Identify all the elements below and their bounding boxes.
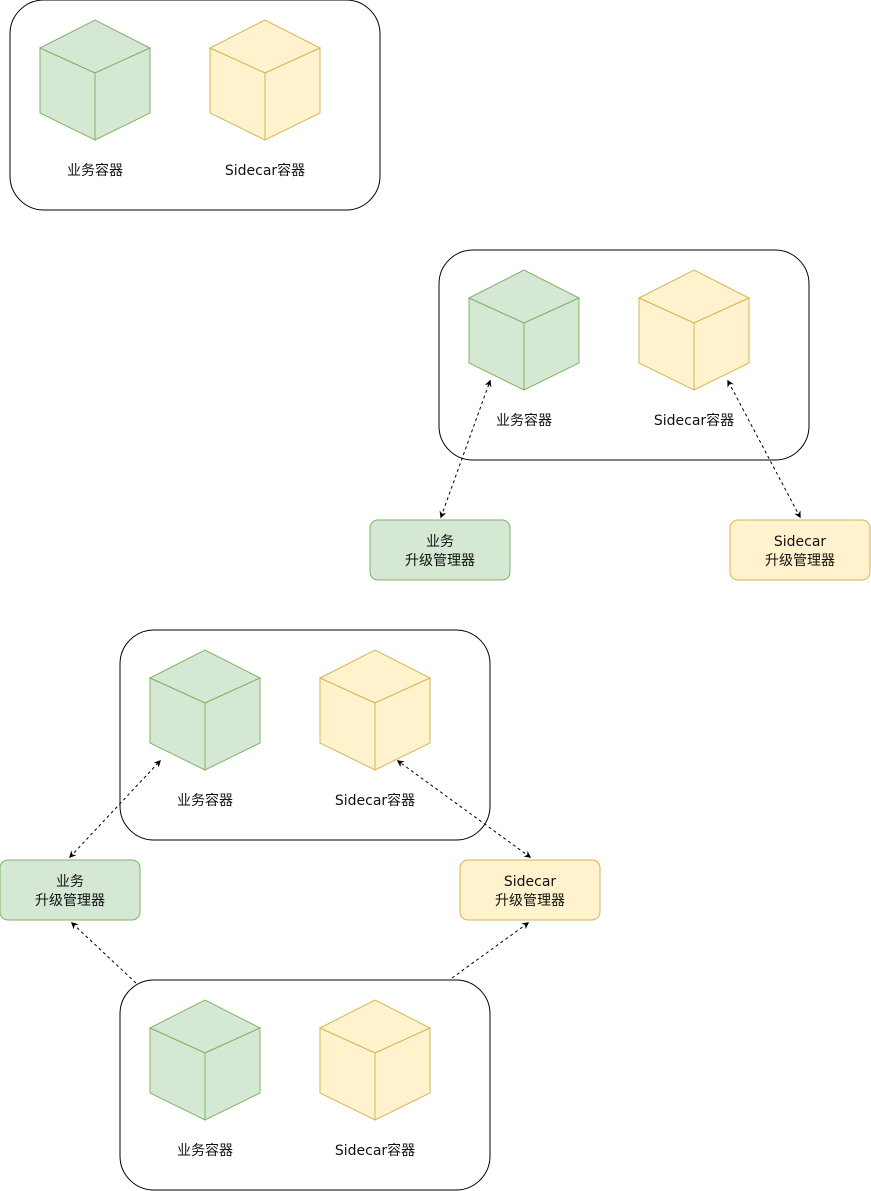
pod-2-border: [438, 249, 810, 461]
pod-3-business-arrow: [69, 759, 161, 859]
pod-4-business-label: 业务容器: [177, 1142, 233, 1159]
pod-1-border: [9, 0, 381, 211]
pod-2-sidecar-cube-icon: [637, 269, 751, 391]
pod-2-sidecar-manager: Sidecar 升级管理器: [729, 519, 871, 581]
pod-2-business-arrow: [439, 379, 492, 519]
pod-2-sidecar-manager-line1: Sidecar: [774, 534, 827, 550]
pod-2-sidecar-label: Sidecar容器: [654, 412, 734, 429]
pod-3-border: [119, 629, 491, 841]
pod-3-sidecar-label: Sidecar容器: [335, 792, 415, 809]
pod-4-sidecar-label: Sidecar容器: [335, 1142, 415, 1159]
pod-4-to-business-manager-arrow: [70, 922, 137, 984]
pod-3: 业务容器 Sidecar容器: [119, 629, 491, 841]
pod-2-business-manager-line1: 业务: [426, 534, 454, 550]
pod-3-business-manager-line1: 业务: [56, 874, 84, 890]
pod-3-sidecar-manager: Sidecar 升级管理器: [459, 859, 601, 921]
pod-3-sidecar-manager-line1: Sidecar: [504, 874, 557, 890]
pod-2: 业务容器 Sidecar容器: [438, 249, 810, 461]
pod-2-business-manager: 业务 升级管理器: [369, 519, 511, 581]
pod-4: 业务容器 Sidecar容器: [119, 979, 491, 1191]
pod-3-business-label: 业务容器: [177, 792, 233, 809]
pod-2-business-label: 业务容器: [496, 412, 552, 429]
pod-1-sidecar-label: Sidecar容器: [225, 162, 305, 179]
pod-1-business-cube-icon: [38, 19, 152, 141]
pod-3-sidecar-cube-icon: [318, 649, 432, 771]
pod-4-border: [119, 979, 491, 1191]
pod-3-business-manager: 业务 升级管理器: [0, 859, 141, 921]
pod-4-sidecar-cube-icon: [318, 999, 432, 1121]
pod-1: 业务容器 Sidecar容器: [9, 0, 381, 211]
pod-4-to-sidecar-manager-arrow: [451, 922, 530, 979]
pod-1-sidecar-cube-icon: [208, 19, 322, 141]
pod-4-business-cube-icon: [148, 999, 262, 1121]
pod-1-business-label: 业务容器: [67, 162, 123, 179]
pod-3-business-manager-line2: 升级管理器: [35, 893, 105, 909]
pod-2-business-cube-icon: [467, 269, 581, 391]
pod-3-sidecar-arrow: [396, 760, 532, 858]
pod-2-sidecar-arrow: [727, 379, 801, 519]
pod-2-sidecar-manager-line2: 升级管理器: [765, 553, 835, 569]
pod-3-business-cube-icon: [148, 649, 262, 771]
pod-2-business-manager-line2: 升级管理器: [405, 553, 475, 569]
pod-3-sidecar-manager-line2: 升级管理器: [495, 893, 565, 909]
